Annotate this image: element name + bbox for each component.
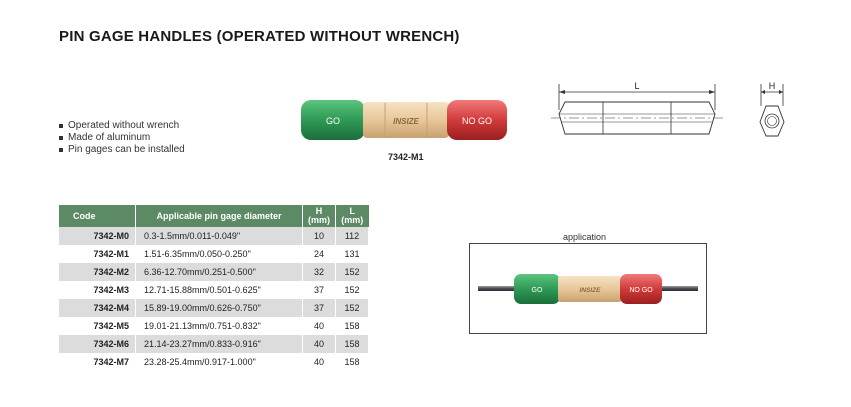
cell-h: 32	[302, 263, 336, 281]
cell-h: 24	[302, 245, 336, 263]
cell-diameter: 15.89-19.00mm/0.626-0.750"	[135, 299, 303, 317]
product-caption: 7342-M1	[388, 152, 424, 162]
cell-code: 7342-M3	[59, 281, 136, 299]
application-label: application	[563, 232, 607, 242]
application-image: GO INSIZE NO GO	[469, 243, 707, 334]
feature-text: Pin gages can be installed	[68, 144, 185, 155]
brand-logo: INSIZE	[393, 117, 419, 126]
cell-h: 40	[302, 335, 336, 353]
application-illustration: GO INSIZE NO GO	[478, 274, 698, 304]
feature-list: Operated without wrench Made of aluminum…	[59, 120, 185, 156]
cell-l: 158	[335, 317, 369, 335]
app-go-label: GO	[532, 287, 543, 294]
cell-diameter: 19.01-21.13mm/0.751-0.832"	[135, 317, 303, 335]
bullet-icon	[59, 148, 63, 152]
cell-diameter: 0.3-1.5mm/0.011-0.049"	[135, 227, 303, 245]
cell-l: 158	[335, 353, 369, 371]
cell-code: 7342-M1	[59, 245, 136, 263]
cell-code: 7342-M5	[59, 317, 136, 335]
nogo-end	[447, 100, 507, 140]
cell-code: 7342-M7	[59, 353, 136, 371]
cell-code: 7342-M0	[59, 227, 136, 245]
feature-text: Made of aluminum	[68, 132, 151, 143]
cell-code: 7342-M4	[59, 299, 136, 317]
feature-text: Operated without wrench	[68, 120, 180, 131]
header-l-unit: (mm)	[341, 215, 364, 225]
cell-h: 37	[302, 281, 336, 299]
cell-h: 37	[302, 299, 336, 317]
length-label: L	[634, 81, 639, 91]
header-l-label: L	[349, 206, 356, 216]
header-h-label: H	[315, 206, 323, 216]
pin-gage-right	[658, 286, 698, 291]
cell-diameter: 6.36-12.70mm/0.251-0.500"	[135, 263, 303, 281]
cell-l: 152	[335, 299, 369, 317]
cell-diameter: 1.51-6.35mm/0.050-0.250"	[135, 245, 303, 263]
cell-l: 112	[335, 227, 369, 245]
cell-h: 40	[302, 353, 336, 371]
cell-diameter: 23.28-25.4mm/0.917-1.000"	[135, 353, 303, 371]
page-title: PIN GAGE HANDLES (OPERATED WITHOUT WRENC…	[59, 28, 460, 45]
cell-l: 152	[335, 263, 369, 281]
feature-item: Operated without wrench	[59, 120, 185, 132]
cell-code: 7342-M2	[59, 263, 136, 281]
dimension-drawing: L H	[551, 81, 785, 137]
go-label: GO	[326, 116, 340, 126]
cell-h: 10	[302, 227, 336, 245]
hex-end-view	[759, 105, 785, 137]
cell-diameter: 12.71-15.88mm/0.501-0.625"	[135, 281, 303, 299]
go-end	[301, 100, 365, 140]
feature-item: Pin gages can be installed	[59, 144, 185, 156]
feature-item: Made of aluminum	[59, 132, 185, 144]
pin-gage-left	[478, 286, 518, 291]
header-h: H(mm)	[302, 205, 336, 227]
nogo-label: NO GO	[462, 116, 492, 126]
cell-h: 40	[302, 317, 336, 335]
header-h-unit: (mm)	[308, 215, 330, 225]
cell-l: 131	[335, 245, 369, 263]
bullet-icon	[59, 124, 63, 128]
bullet-icon	[59, 136, 63, 140]
cell-l: 158	[335, 335, 369, 353]
app-nogo-label: NO GO	[629, 287, 653, 294]
spec-table: Code Applicable pin gage diameter H(mm) …	[59, 205, 369, 371]
header-code: Code	[59, 205, 136, 227]
table-header-row: Code Applicable pin gage diameter H(mm) …	[59, 205, 369, 227]
hex-label: H	[769, 81, 776, 91]
app-brand-logo: INSIZE	[580, 287, 602, 294]
header-l: L(mm)	[335, 205, 369, 227]
header-diameter: Applicable pin gage diameter	[135, 205, 303, 227]
cell-diameter: 21.14-23.27mm/0.833-0.916"	[135, 335, 303, 353]
cell-l: 152	[335, 281, 369, 299]
cell-code: 7342-M6	[59, 335, 136, 353]
product-image: GO INSIZE NO GO	[301, 100, 507, 140]
